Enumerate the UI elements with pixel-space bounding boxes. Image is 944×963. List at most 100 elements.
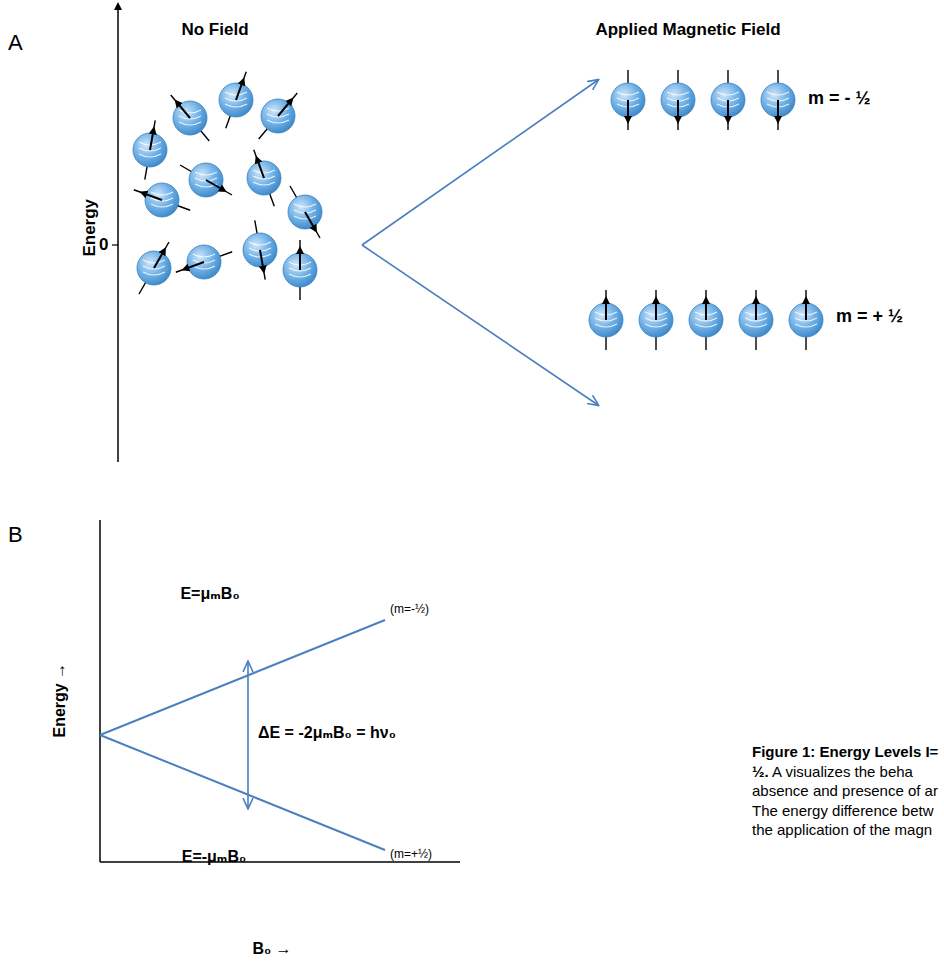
spin-arrow <box>236 81 243 100</box>
diagram-label: (m=-½) <box>390 603 429 617</box>
sphere-swirl <box>179 122 201 125</box>
sphere-swirl <box>595 324 617 327</box>
spin-arrow <box>150 130 153 150</box>
spin-axis <box>677 70 678 130</box>
diagram-label: E=-μₘB₀ <box>182 848 247 866</box>
spin-arrow <box>755 300 757 320</box>
sphere-swirl <box>139 154 161 157</box>
sphere-swirl <box>143 260 165 263</box>
spin-sphere <box>134 183 190 217</box>
sphere <box>189 163 223 197</box>
sphere-swirl <box>745 324 767 327</box>
spin-sphere <box>761 70 795 130</box>
lower-level <box>100 735 385 850</box>
spin-axis <box>805 290 806 350</box>
spin-axis <box>777 70 778 130</box>
diagram-label: Energy <box>80 199 100 257</box>
spin-arrow <box>605 300 607 320</box>
spin-axis <box>299 240 300 300</box>
spin-arrow <box>177 103 190 118</box>
diagram-label: B <box>8 522 23 547</box>
spin-arrow <box>677 100 679 120</box>
spin-axis <box>755 290 756 350</box>
spin-axis <box>226 72 247 128</box>
sphere-swirl <box>267 120 289 123</box>
diagram-label: Energy → <box>51 663 69 738</box>
diagram-label: A <box>8 30 23 55</box>
spin-axis <box>727 70 728 130</box>
diagram-label: ΔE = -2μₘB₀ = hν₀ <box>258 724 396 742</box>
sphere-swirl <box>667 92 689 95</box>
spin-sphere <box>639 290 673 350</box>
spin-arrow <box>727 100 729 120</box>
sphere-swirl <box>795 324 817 327</box>
spin-sphere <box>133 120 167 179</box>
spin-arrow <box>805 300 807 320</box>
diagram-label: m = - ½ <box>808 88 871 109</box>
spin-sphere <box>180 163 232 197</box>
caption-block: Figure 1: Energy Levels I= ½. A visualiz… <box>752 742 940 840</box>
spin-axis <box>254 150 275 206</box>
diagram-label: No Field <box>181 20 248 40</box>
spin-sphere <box>739 290 773 350</box>
spin-arrow <box>257 159 264 178</box>
sphere-swirl <box>767 92 789 95</box>
spin-axis <box>259 93 298 139</box>
spin-arrow <box>627 100 629 120</box>
sphere <box>137 251 171 285</box>
sphere-swirl <box>267 108 289 111</box>
spin-arrow <box>705 300 707 320</box>
spin-arrow <box>777 100 779 120</box>
sphere-swirl <box>193 254 215 257</box>
sphere-swirl <box>151 192 173 195</box>
sphere-swirl <box>294 216 316 219</box>
diagram-label: Applied Magnetic Field <box>595 20 780 40</box>
sphere <box>261 99 295 133</box>
spin-sphere <box>689 290 723 350</box>
gap-arrow <box>247 662 249 808</box>
sphere-swirl <box>645 324 667 327</box>
spin-axis <box>705 290 706 350</box>
spin-arrow <box>655 300 657 320</box>
sphere-swirl <box>617 92 639 95</box>
spin-sphere <box>137 242 171 294</box>
spin-spheres <box>133 70 823 350</box>
diagram-label: m = + ½ <box>836 306 903 327</box>
energy-axis <box>117 6 119 462</box>
sphere-swirl <box>253 182 275 185</box>
spin-sphere <box>243 220 277 279</box>
spin-axis <box>171 95 210 141</box>
b-axis-x <box>100 861 460 863</box>
spin-sphere <box>259 93 298 139</box>
spin-arrow <box>260 250 263 270</box>
sphere-swirl <box>225 104 247 107</box>
spin-sphere <box>176 245 232 279</box>
sphere-swirl <box>193 266 215 269</box>
spin-arrow <box>278 101 291 116</box>
sphere-swirl <box>195 172 217 175</box>
diagram-label: (m=+½) <box>390 848 432 862</box>
sphere <box>288 195 322 229</box>
sphere <box>173 101 207 135</box>
upper-level <box>100 620 385 735</box>
spin-sphere <box>219 72 253 128</box>
spin-sphere <box>611 70 645 130</box>
sphere-swirl <box>253 170 275 173</box>
spin-arrow <box>154 251 164 268</box>
split-arrow <box>362 245 598 405</box>
spin-sphere <box>283 240 317 300</box>
sphere-swirl <box>151 204 173 207</box>
caption-text: A visualizes the beha absence and presen… <box>752 763 938 839</box>
spin-axis <box>655 290 656 350</box>
spin-arrow <box>185 262 204 269</box>
spin-sphere <box>247 150 281 206</box>
spin-axis <box>627 70 628 130</box>
diagram-label: 0 <box>99 235 108 255</box>
spin-axis <box>605 290 606 350</box>
sphere-swirl <box>294 204 316 207</box>
spin-sphere <box>589 290 623 350</box>
spin-sphere <box>711 70 745 130</box>
diagram-label: E=μₘB₀ <box>180 585 239 603</box>
sphere-swirl <box>143 272 165 275</box>
